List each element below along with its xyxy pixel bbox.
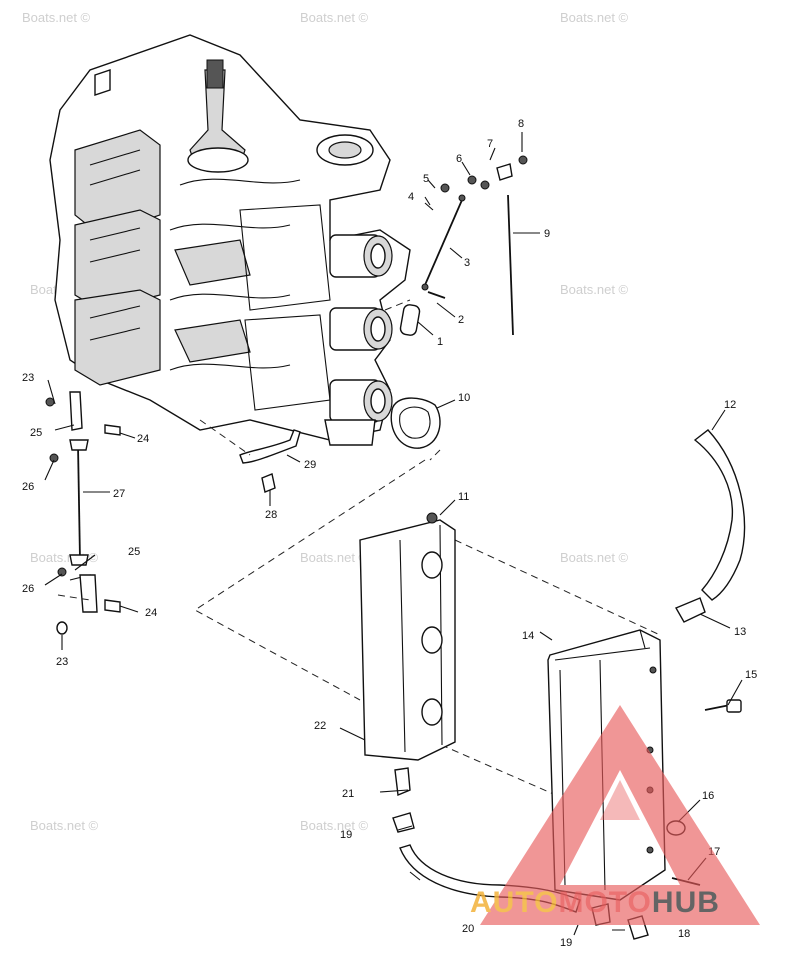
callout-26-lower: 26 xyxy=(22,583,34,595)
callout-9: 9 xyxy=(544,228,550,240)
callout-19-upper: 19 xyxy=(340,829,352,841)
callout-19: 19 xyxy=(560,937,572,949)
callout-24: 24 xyxy=(137,433,149,445)
watermark: Boats.net © xyxy=(300,10,369,25)
callout-16: 16 xyxy=(702,790,714,802)
callout-20: 20 xyxy=(462,923,474,935)
engine-block xyxy=(49,34,411,446)
callout-14: 14 xyxy=(522,630,534,642)
linkage-parts xyxy=(390,155,528,449)
watermark: Boats.net © xyxy=(30,818,99,833)
callout-23-lower: 23 xyxy=(56,656,68,668)
carburetor-bottom xyxy=(324,379,393,446)
callout-29: 29 xyxy=(304,459,316,471)
logo-triangle xyxy=(480,705,760,925)
watermark: Boats.net © xyxy=(22,10,91,25)
callout-4: 4 xyxy=(408,191,414,203)
callout-7: 7 xyxy=(487,138,493,150)
cover-plate xyxy=(359,512,456,761)
callout-26: 26 xyxy=(22,481,34,493)
callout-numbers: 1 2 3 4 5 6 7 8 9 10 11 12 13 14 15 16 1… xyxy=(22,118,757,949)
callout-8: 8 xyxy=(518,118,524,130)
logo-text-moto: MOTO xyxy=(558,886,651,919)
watermark: Boats.net © xyxy=(30,550,99,565)
callout-25-lower: 25 xyxy=(128,546,140,558)
watermark: Boats.net © xyxy=(560,10,629,25)
logo-text-auto: AUTO xyxy=(470,886,558,919)
throttle-rod-parts xyxy=(45,391,121,635)
callout-6: 6 xyxy=(456,153,462,165)
callout-28: 28 xyxy=(265,509,277,521)
callout-12: 12 xyxy=(724,399,736,411)
watermark: Boats.net © xyxy=(300,550,369,565)
callout-25: 25 xyxy=(30,427,42,439)
callout-11: 11 xyxy=(458,491,469,503)
brand-logo: AUTOMOTOHUB xyxy=(470,705,760,925)
watermark: Boats.net © xyxy=(300,818,369,833)
callout-3: 3 xyxy=(464,257,470,269)
callout-15: 15 xyxy=(745,669,757,681)
callout-27: 27 xyxy=(113,488,125,500)
callout-5: 5 xyxy=(423,173,429,185)
logo-text: AUTOMOTOHUB xyxy=(470,886,720,919)
watermark: Boats.net © xyxy=(560,282,629,297)
callout-18: 18 xyxy=(678,928,690,940)
logo-text-hub: HUB xyxy=(652,886,720,919)
bracket xyxy=(199,419,301,493)
watermark: Boats.net © xyxy=(560,550,629,565)
callout-10: 10 xyxy=(458,392,470,404)
callout-21: 21 xyxy=(342,788,354,800)
carburetor-top xyxy=(329,234,393,278)
leader-lines xyxy=(44,132,743,936)
callout-24-lower: 24 xyxy=(145,607,157,619)
callout-1: 1 xyxy=(437,336,443,348)
callout-13: 13 xyxy=(734,626,746,638)
carburetor-middle xyxy=(329,307,393,351)
callout-23: 23 xyxy=(22,372,34,384)
callout-2: 2 xyxy=(458,314,464,326)
hose-upper xyxy=(674,429,746,623)
callout-22: 22 xyxy=(314,720,326,732)
